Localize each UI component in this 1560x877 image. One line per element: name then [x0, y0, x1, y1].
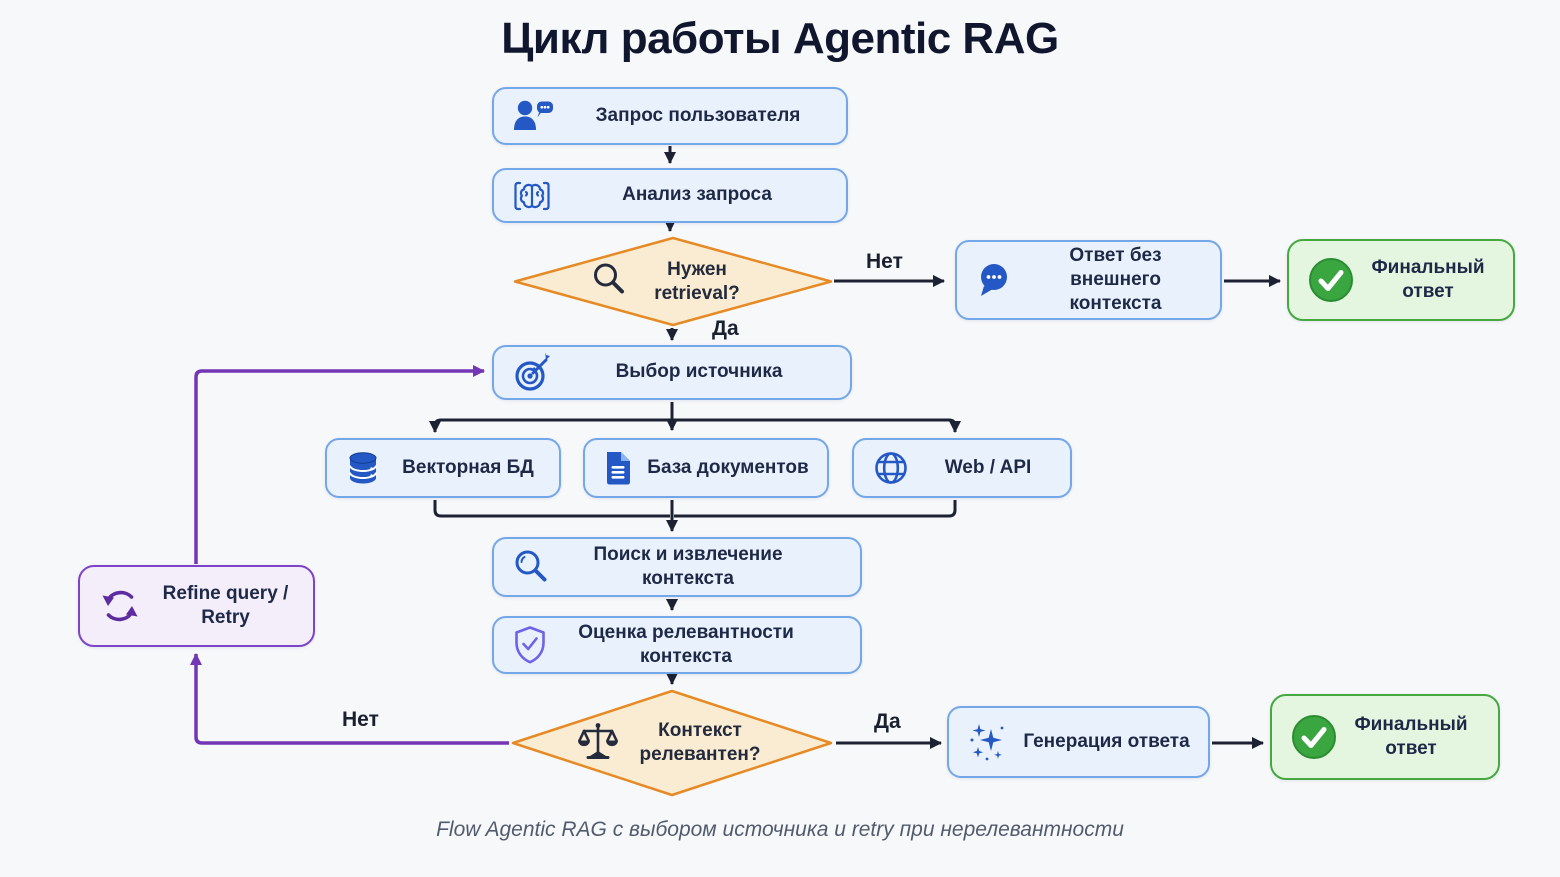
sparkles-icon — [967, 721, 1009, 763]
node-label: Web / API — [944, 456, 1032, 478]
shield-check-icon — [512, 625, 548, 665]
node-relevance-check: Оценка релевантности контекста — [492, 616, 862, 674]
magnifier-icon — [591, 261, 627, 302]
node-vector-db: Векторная БД — [325, 438, 561, 498]
target-icon — [512, 352, 552, 393]
node-label: Нужен retrieval? — [654, 258, 740, 304]
edge-label-yes-top: Да — [712, 317, 739, 340]
node-label: Refine query / Retry — [162, 582, 289, 628]
node-label: Запрос пользователя — [595, 104, 801, 126]
scales-icon — [576, 721, 620, 766]
node-label: Финальный ответ — [1354, 713, 1468, 759]
node-label: Анализ запроса — [622, 184, 772, 206]
database-icon — [345, 450, 381, 486]
node-generate-answer: Генерация ответа — [947, 706, 1210, 778]
chat-bubble-icon — [975, 262, 1015, 298]
refresh-icon — [98, 586, 142, 626]
globe-icon — [872, 449, 910, 487]
node-web-api: Web / API — [852, 438, 1072, 498]
document-icon — [603, 450, 633, 486]
node-answer-without-context: Ответ без внешнего контекста — [955, 240, 1222, 320]
node-final-answer-bottom: Финальный ответ — [1270, 694, 1500, 780]
page-title: Цикл работы Agentic RAG — [501, 14, 1059, 63]
edge-label-no-bottom: Нет — [342, 708, 379, 731]
brain-icon — [512, 180, 552, 212]
edge-label-yes-bottom: Да — [874, 710, 901, 733]
check-circle-icon — [1307, 256, 1355, 304]
edge-label-no-top: Нет — [866, 250, 903, 273]
node-label: База документов — [647, 456, 809, 478]
node-user-query: Запрос пользователя — [492, 87, 848, 145]
node-choose-source: Выбор источника — [492, 345, 852, 400]
node-label: Генерация ответа — [1023, 730, 1190, 752]
node-label: Оценка релевантности контекста — [578, 621, 794, 667]
node-label: Поиск и извлечение контекста — [593, 543, 783, 589]
node-final-answer-top: Финальный ответ — [1287, 239, 1515, 321]
node-label: Контекст релевантен? — [639, 720, 761, 765]
check-circle-icon — [1290, 713, 1338, 761]
node-need-retrieval: Нужен retrieval? — [512, 236, 834, 327]
node-refine-retry: Refine query / Retry — [78, 565, 315, 647]
node-document-db: База документов — [583, 438, 829, 498]
node-analyze-query: Анализ запроса — [492, 168, 848, 223]
node-context-relevant: Контекст релевантен? — [510, 689, 834, 797]
node-search-extract: Поиск и извлечение контекста — [492, 537, 862, 597]
diagram-caption: Flow Agentic RAG с выбором источника и r… — [436, 818, 1124, 841]
node-label: Финальный ответ — [1371, 256, 1485, 302]
magnifier-icon — [512, 548, 550, 586]
user-chat-icon — [512, 99, 554, 133]
node-label: Векторная БД — [402, 456, 534, 478]
node-label: Ответ без внешнего контекста — [1069, 244, 1162, 315]
node-label: Выбор источника — [615, 361, 783, 383]
